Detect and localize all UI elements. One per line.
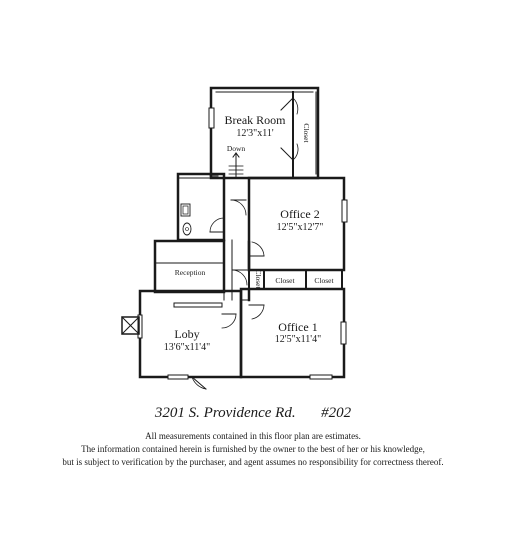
sink-icon	[182, 222, 192, 236]
bathroom-walls	[176, 172, 226, 242]
lobby-inner-door	[221, 313, 237, 329]
disclaimer-line-3: but is subject to verification by the pu…	[62, 457, 444, 467]
closet-door-lower	[280, 143, 299, 161]
stairs	[228, 152, 244, 179]
address-title: 3201 S. Providence Rd. #202	[0, 405, 506, 422]
office-1-size: 12'5"x11'4"	[275, 334, 321, 345]
address: 3201 S. Providence Rd.	[154, 405, 296, 421]
down-label: Down	[227, 144, 246, 153]
toilet-icon	[180, 203, 191, 217]
reception-door	[231, 269, 248, 286]
office-1-door	[248, 304, 265, 320]
disclaimer-line-1: All measurements contained in this floor…	[145, 431, 361, 441]
office-2-name: Office 2	[280, 207, 319, 221]
office-2-door	[248, 241, 265, 257]
office-2-size: 12'5"x12'7"	[277, 222, 324, 233]
unit-number: #202	[321, 405, 352, 421]
closet-mid-label: Closet	[275, 276, 295, 285]
lobby-entry-door	[167, 374, 207, 390]
reception-walls	[153, 239, 226, 294]
office-1-walls	[239, 287, 347, 380]
disclaimer-line-2: The information contained herein is furn…	[81, 444, 425, 454]
hall-door	[230, 199, 247, 216]
floor-plan: Break Room 12'3"x11' Closet Down Office …	[121, 86, 348, 390]
break-room-size: 12'3"x11'	[236, 128, 274, 139]
lobby-size: 13'6"x11'4"	[164, 342, 210, 353]
closet-door-upper	[280, 97, 299, 115]
office-1-name: Office 1	[278, 320, 317, 334]
break-room-name: Break Room	[225, 113, 287, 127]
reception-label: Reception	[175, 268, 206, 277]
break-room-window	[208, 107, 215, 129]
closet-right-label: Closet	[314, 276, 334, 285]
bathroom-door	[209, 217, 225, 233]
closet-top-label: Closet	[302, 123, 311, 143]
closet-small-label: Closet	[254, 269, 263, 289]
lobby-name: Loby	[174, 327, 199, 341]
elevator-icon	[121, 316, 140, 335]
